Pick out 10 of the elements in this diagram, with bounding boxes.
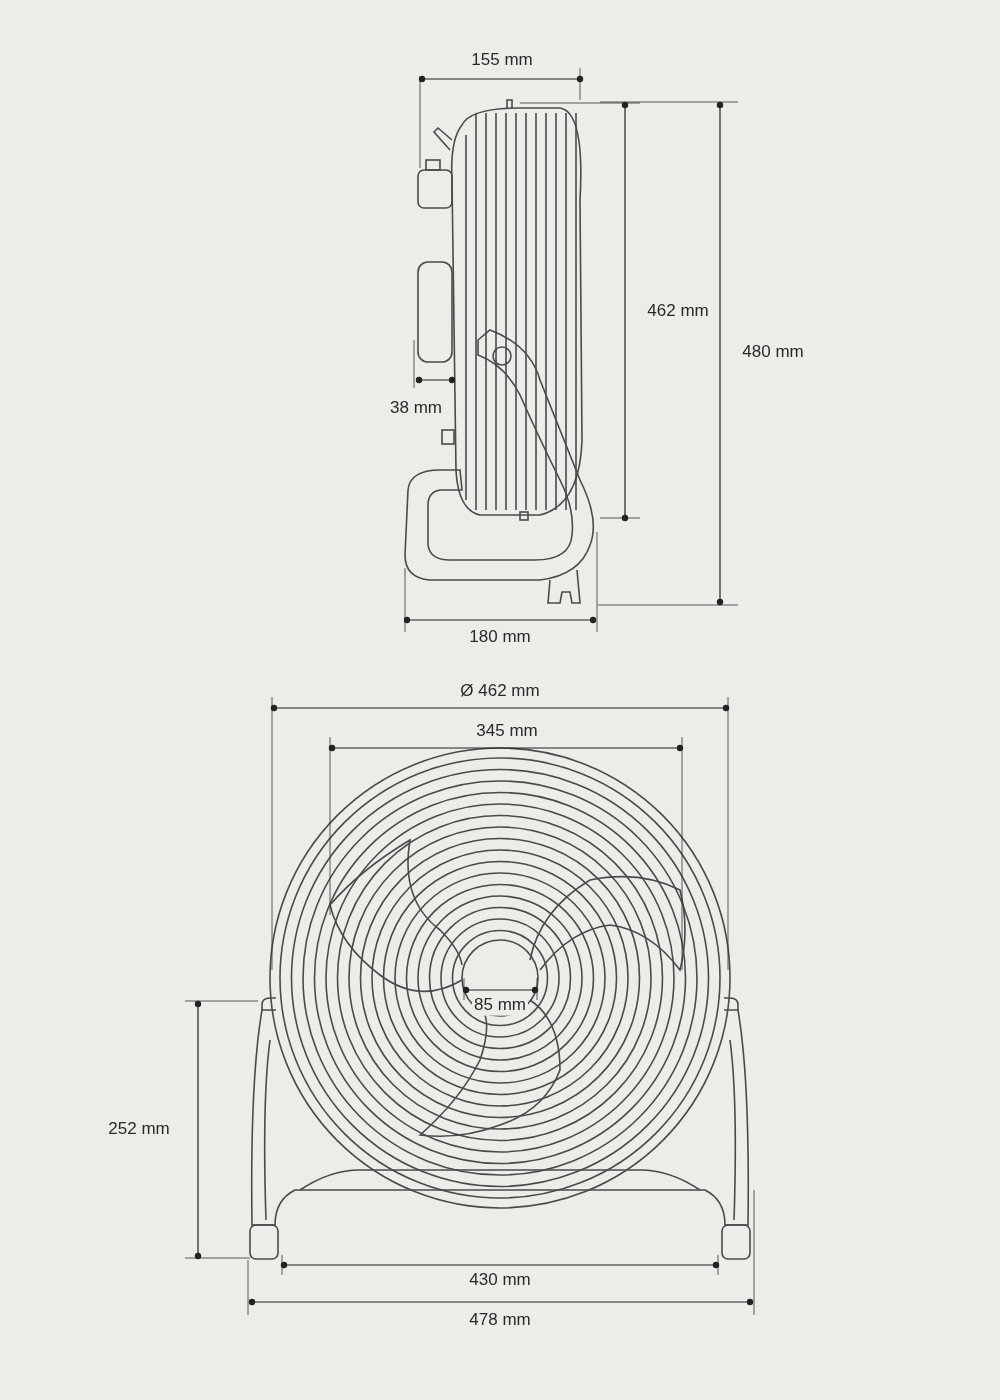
dimension-label: 345 mm <box>475 720 539 742</box>
dimension-label: 38 mm <box>389 397 443 419</box>
dimension-label: 462 mm <box>646 300 710 322</box>
dimension-label: 252 mm <box>107 1118 171 1140</box>
dimension-label: 478 mm <box>468 1309 532 1331</box>
dimension-label: 480 mm <box>741 341 805 363</box>
dimension-label: 180 mm <box>468 626 532 648</box>
dimension-label: 430 mm <box>468 1269 532 1291</box>
dimension-label: Ø 462 mm <box>459 680 541 702</box>
dimension-label: 155 mm <box>470 49 534 71</box>
